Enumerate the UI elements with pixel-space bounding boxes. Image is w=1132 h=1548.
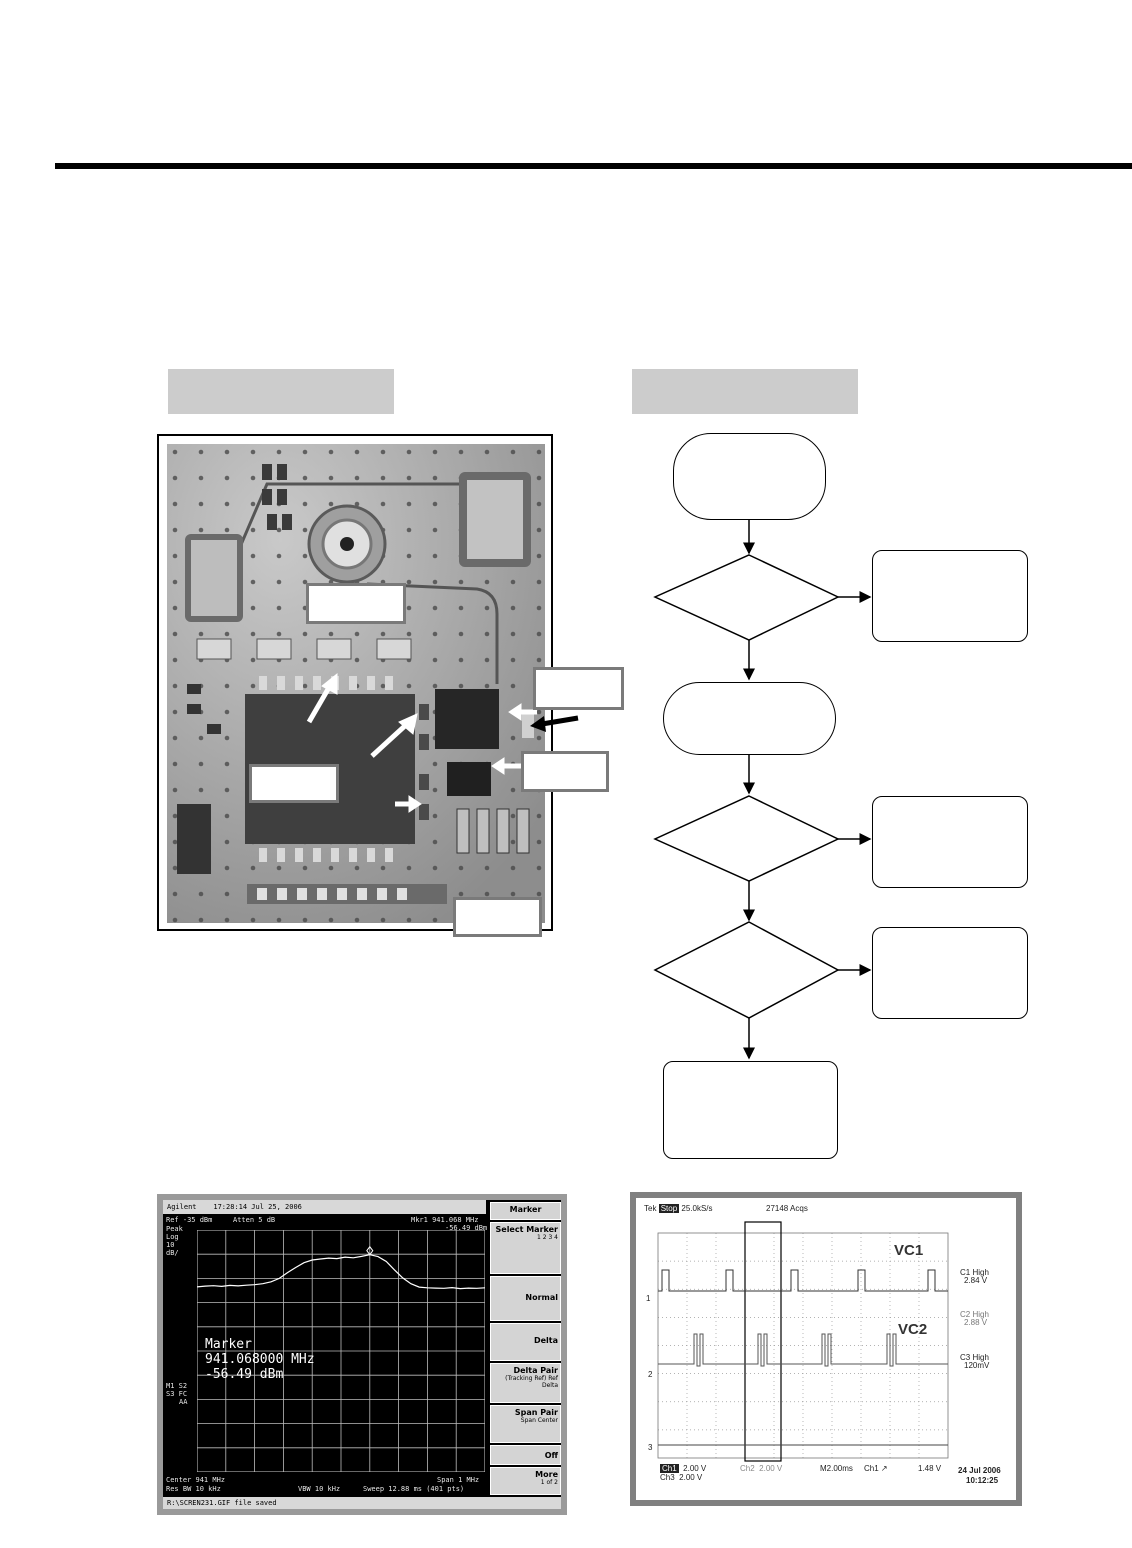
sa-header: Agilent 17:28:14 Jul 25, 2006 <box>163 1200 486 1214</box>
photo-label-bottom <box>453 897 542 937</box>
flow-end <box>663 1061 838 1159</box>
oscilloscope-screenshot: Tek Stop 25.0kS/s 27148 Acqs VC1 VC2 1 2… <box>630 1192 1022 1506</box>
scope-ch2: Ch2 <box>740 1464 755 1473</box>
sa-mkr-line1: Mkr1 941.068 MHz <box>411 1216 478 1224</box>
sa-left-7: AA <box>179 1398 187 1406</box>
flow-decision-2 <box>655 796 838 881</box>
scope-c1-value: 2.84 V <box>964 1276 987 1285</box>
scope-ch2-volts: 2.00 V <box>759 1464 782 1473</box>
sa-status-bar: R:\SCREN231.GIF file saved <box>163 1497 561 1509</box>
scope-ch3: Ch3 <box>660 1473 675 1482</box>
scope-ch-marker-3: 3 <box>648 1443 652 1452</box>
flow-side-box-1 <box>872 550 1028 642</box>
flow-side-box-3 <box>872 927 1028 1019</box>
flowchart-lines <box>640 515 880 1065</box>
scope-time: 10:12:25 <box>966 1476 998 1485</box>
photo-label-left <box>249 764 339 803</box>
scope-label-vc1: VC1 <box>894 1243 923 1259</box>
section-tag-right <box>632 369 858 414</box>
header-rule <box>55 163 1132 169</box>
scope-date: 24 Jul 2006 <box>958 1466 1001 1475</box>
sa-atten: Atten 5 dB <box>233 1216 275 1224</box>
pcb-image <box>167 444 545 923</box>
sa-center: Center 941 MHz <box>166 1476 225 1484</box>
sa-timestamp: 17:28:14 Jul 25, 2006 <box>213 1203 302 1211</box>
flow-side-box-2 <box>872 796 1028 888</box>
scope-timebase: M2.00ms <box>820 1464 853 1473</box>
scope-ch1: Ch1 <box>660 1464 679 1473</box>
softkey-delta-pair[interactable]: Delta Pair(Tracking Ref) Ref Delta <box>490 1363 561 1403</box>
photo-label-right-top <box>533 667 624 710</box>
scope-label-vc2: VC2 <box>898 1322 927 1338</box>
sa-left-3: 10 <box>166 1241 174 1249</box>
scope-trigger: Ch1 ↗ <box>864 1464 888 1473</box>
sa-left-4: dB/ <box>166 1249 179 1257</box>
scope-ch1-volts: 2.00 V <box>683 1464 706 1473</box>
sa-sweep: Sweep 12.88 ms (401 pts) <box>363 1485 464 1493</box>
sa-marker-freq: 941.068000 MHz <box>205 1352 315 1367</box>
scope-highlight-window <box>745 1222 781 1461</box>
scope-ch3-volts: 2.00 V <box>679 1473 702 1482</box>
sa-marker-level: -56.49 dBm <box>205 1367 283 1382</box>
scope-ch-marker-1: 1 <box>646 1294 650 1303</box>
sa-marker-title: Marker <box>205 1337 252 1352</box>
scope-plot <box>636 1198 1016 1500</box>
sa-vbw: VBW 10 kHz <box>298 1485 340 1493</box>
sa-left-5: M1 S2 <box>166 1382 187 1390</box>
flow-start <box>673 433 826 520</box>
softkey-marker-title: Marker <box>490 1202 561 1220</box>
black-arrow-icon <box>528 710 580 736</box>
sa-ref: Ref -35 dBm <box>166 1216 212 1224</box>
scope-c2-value: 2.88 V <box>964 1318 987 1327</box>
sa-brand: Agilent <box>167 1203 197 1211</box>
sa-left-2: Log <box>166 1233 179 1241</box>
photo-label-top <box>306 583 406 624</box>
spectrum-analyzer-screenshot: Agilent 17:28:14 Jul 25, 2006 Ref -35 dB… <box>157 1194 567 1515</box>
sa-left-1: Peak <box>166 1225 183 1233</box>
photo-label-right-mid <box>521 751 609 792</box>
scope-trigger-level: 1.48 V <box>918 1464 941 1473</box>
flow-decision-3 <box>655 922 838 1018</box>
pcb-photo <box>157 434 553 931</box>
softkey-normal[interactable]: Normal <box>490 1276 561 1321</box>
softkey-delta[interactable]: Delta <box>490 1323 561 1361</box>
sa-left-6: S3 FC <box>166 1390 187 1398</box>
softkey-off[interactable]: Off <box>490 1445 561 1465</box>
section-tag-left <box>168 369 394 414</box>
flow-decision-1 <box>655 555 838 640</box>
sa-span: Span 1 MHz <box>437 1476 479 1484</box>
sa-res-bw: Res BW 10 kHz <box>166 1485 221 1493</box>
scope-ch-marker-2: 2 <box>648 1370 652 1379</box>
scope-c3-value: 120mV <box>964 1361 989 1370</box>
